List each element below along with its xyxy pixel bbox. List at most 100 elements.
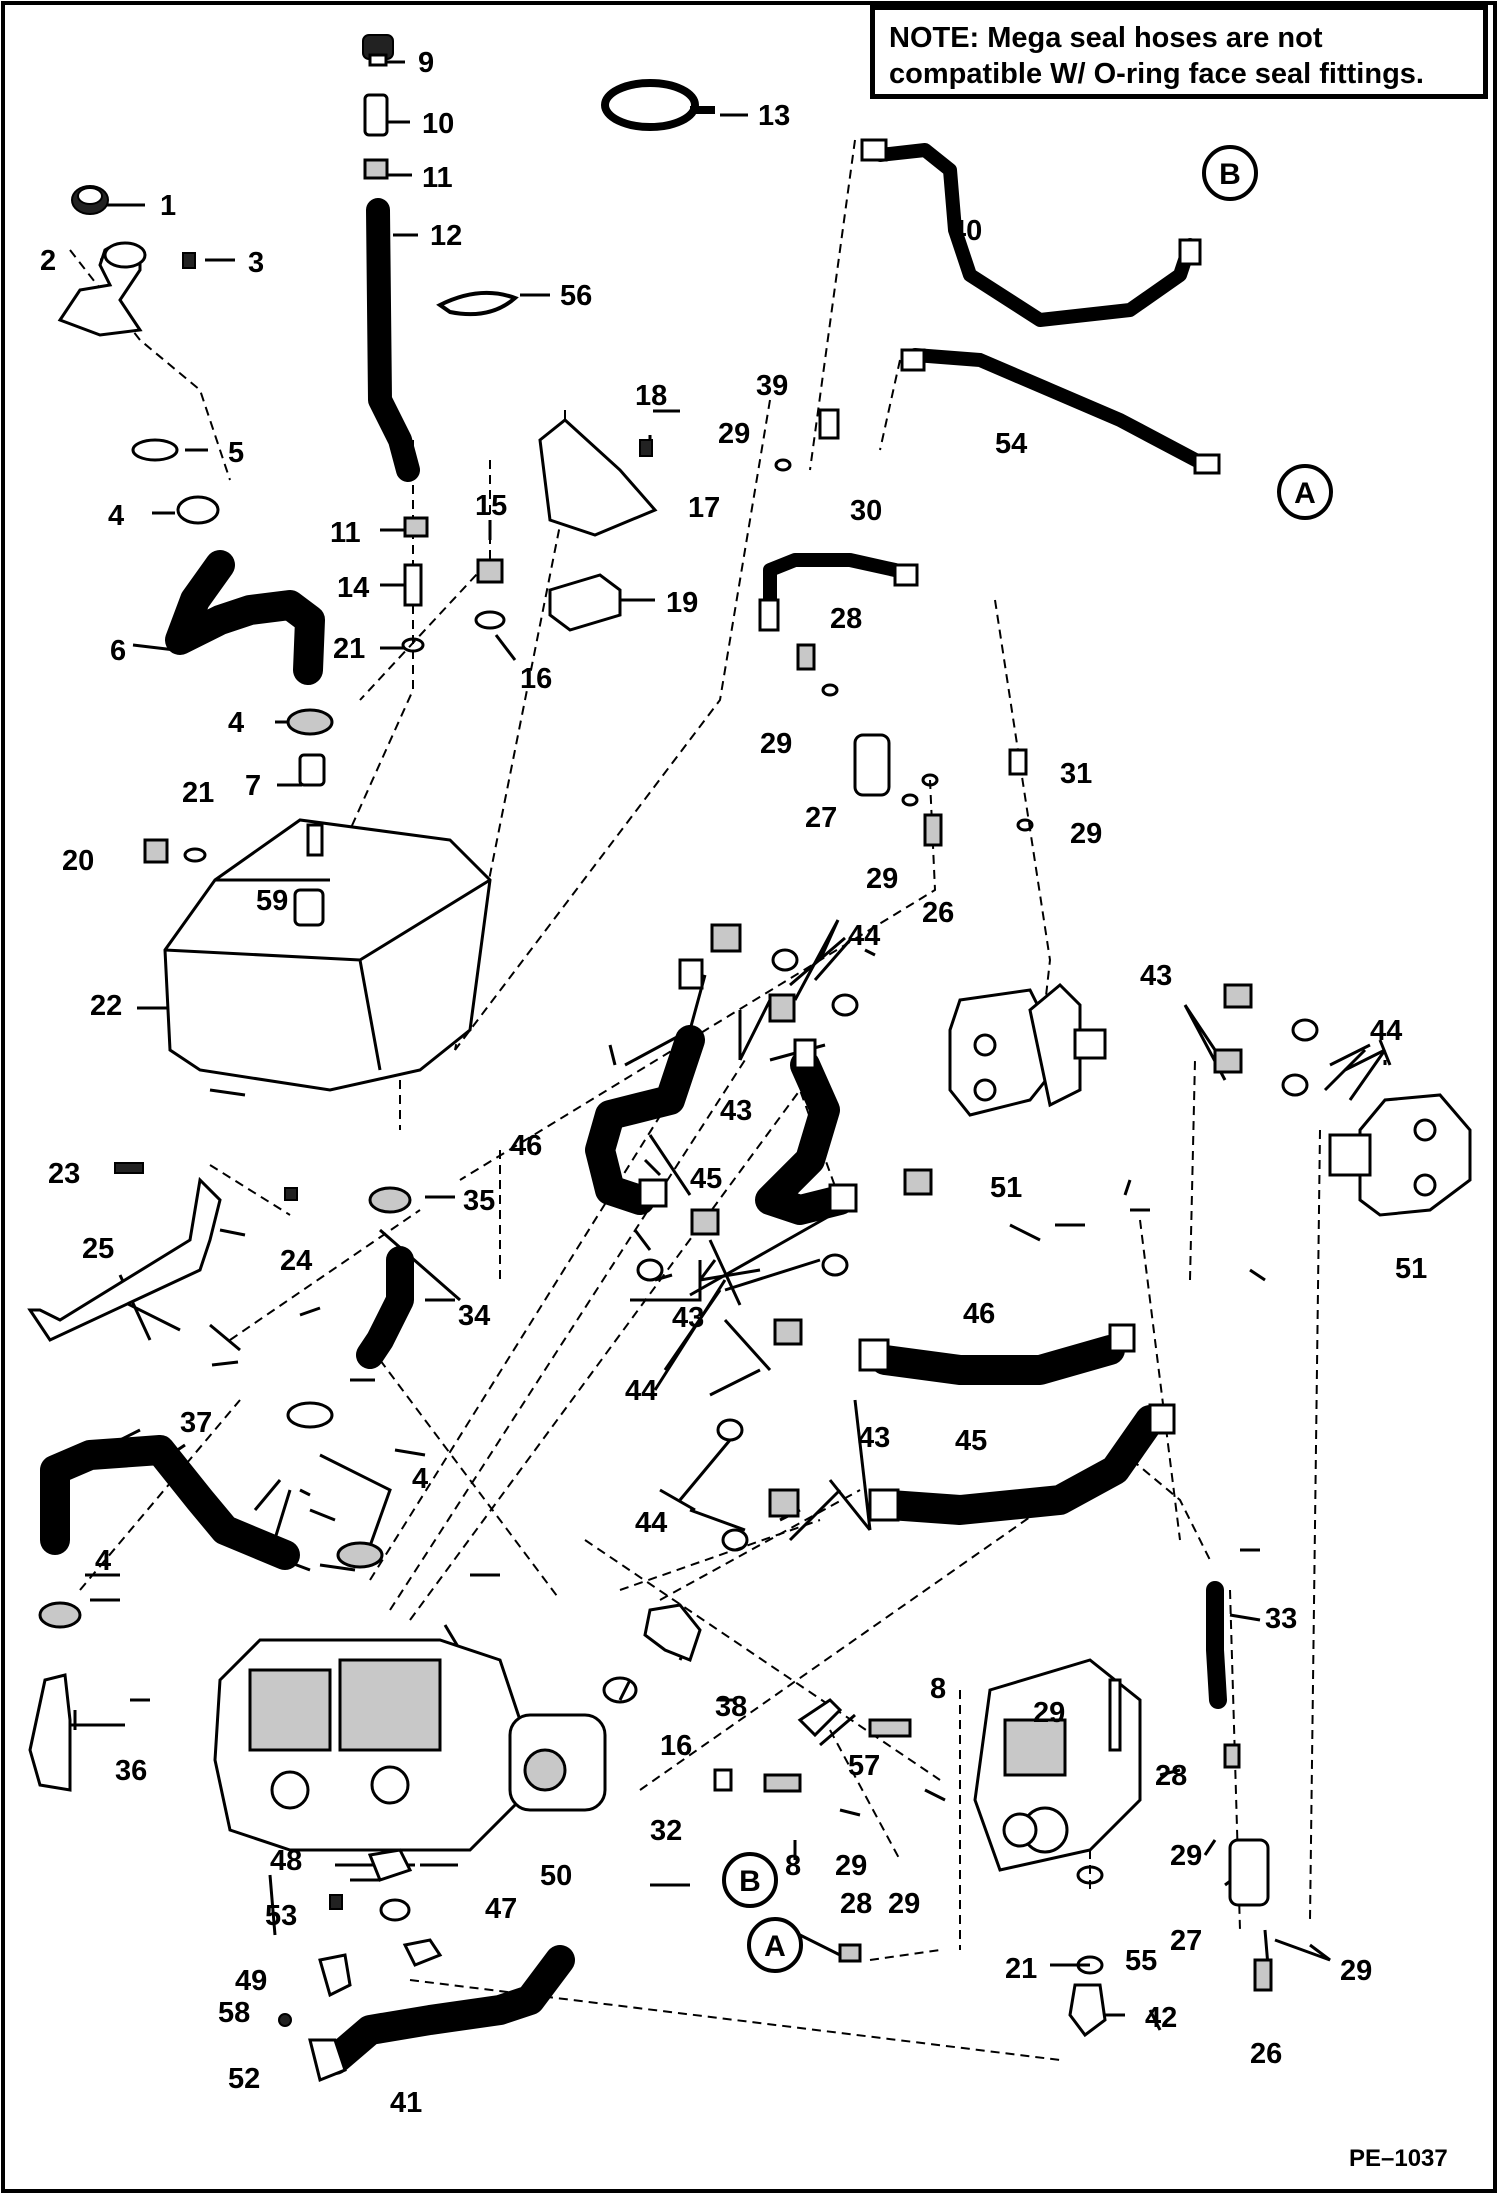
callout-45: 45 — [690, 1163, 722, 1195]
callout-22: 22 — [90, 990, 122, 1022]
callout-13: 13 — [758, 100, 790, 132]
callout-29g: 29 — [760, 728, 792, 760]
callout-12: 12 — [430, 220, 462, 252]
callout-55: 55 — [1125, 1945, 1157, 1977]
callout-32: 32 — [650, 1815, 682, 1847]
callout-25: 25 — [82, 1233, 114, 1265]
callout-16: 16 — [520, 663, 552, 695]
callout-57: 57 — [848, 1750, 880, 1782]
document-code: PE–1037 — [1349, 2145, 1448, 2172]
callout-8b: 8 — [785, 1850, 801, 1882]
callout-3: 3 — [248, 247, 264, 279]
callout-31: 31 — [1060, 758, 1092, 790]
connector-label-a-top: A — [1294, 477, 1316, 510]
callout-40: 40 — [950, 215, 982, 247]
callout-38: 38 — [715, 1691, 747, 1723]
callout-26: 26 — [1250, 2038, 1282, 2070]
callout-19: 19 — [666, 587, 698, 619]
callout-44d: 44 — [635, 1507, 667, 1539]
callout-23: 23 — [48, 1158, 80, 1190]
callout-39: 39 — [756, 370, 788, 402]
note-line-1: NOTE: Mega seal hoses are not — [889, 22, 1323, 54]
connector-B-top: B — [1202, 145, 1258, 201]
callout-56: 56 — [560, 280, 592, 312]
callout-27: 27 — [1170, 1925, 1202, 1957]
callout-11: 11 — [422, 162, 453, 194]
callout-28: 28 — [840, 1888, 872, 1920]
callout-37: 37 — [180, 1407, 212, 1439]
connector-label-a-bottom: A — [764, 1930, 786, 1963]
note-box: NOTE: Mega seal hoses are not compatible… — [870, 5, 1488, 99]
callout-35: 35 — [463, 1185, 495, 1217]
callout-43d: 43 — [858, 1422, 890, 1454]
callout-34: 34 — [458, 1300, 490, 1332]
callout-21b: 21 — [182, 777, 214, 809]
callout-51b: 51 — [1395, 1253, 1427, 1285]
callout-43c: 43 — [672, 1302, 704, 1334]
callout-29f: 29 — [718, 418, 750, 450]
callout-41: 41 — [390, 2087, 422, 2119]
callout-47: 47 — [485, 1893, 517, 1925]
callout-6: 6 — [110, 635, 126, 667]
callout-4d: 4 — [95, 1545, 111, 1577]
callout-44b: 44 — [1370, 1015, 1402, 1047]
callout-21c: 21 — [1005, 1953, 1037, 1985]
callout-44: 44 — [848, 920, 880, 952]
callout-46: 46 — [510, 1130, 542, 1162]
callout-18: 18 — [635, 380, 667, 412]
callout-8: 8 — [930, 1673, 946, 1705]
callout-33: 33 — [1265, 1603, 1297, 1635]
callout-36: 36 — [115, 1755, 147, 1787]
callout-1: 1 — [160, 190, 176, 222]
callout-10: 10 — [422, 108, 454, 140]
callout-54: 54 — [995, 428, 1027, 460]
callout-4: 4 — [108, 500, 124, 532]
callout-42: 42 — [1145, 2002, 1177, 2034]
callout-28c: 28 — [830, 603, 862, 635]
callout-21: 21 — [333, 633, 365, 665]
callout-26b: 26 — [922, 897, 954, 929]
callout-29c: 29 — [1033, 1697, 1065, 1729]
callout-5: 5 — [228, 437, 244, 469]
callout-30: 30 — [850, 495, 882, 527]
callout-4b: 4 — [228, 707, 244, 739]
callout-51: 51 — [990, 1172, 1022, 1204]
callout-45b: 45 — [955, 1425, 987, 1457]
callout-27b: 27 — [805, 802, 837, 834]
callout-44c: 44 — [625, 1375, 657, 1407]
connector-A-top: A — [1277, 464, 1333, 520]
connector-A-bottom: A — [747, 1917, 803, 1973]
callout-29h: 29 — [1070, 818, 1102, 850]
callout-58: 58 — [218, 1997, 250, 2029]
callout-29i: 29 — [866, 863, 898, 895]
callout-4c: 4 — [412, 1463, 428, 1495]
callout-59: 59 — [256, 885, 288, 917]
callout-29: 29 — [835, 1850, 867, 1882]
connector-B-bottom: B — [722, 1852, 778, 1908]
callout-29e: 29 — [1340, 1955, 1372, 1987]
callout-7: 7 — [245, 770, 261, 802]
connector-label-b-bottom: B — [739, 1865, 761, 1898]
callout-50: 50 — [540, 1860, 572, 1892]
callout-29d: 29 — [1170, 1840, 1202, 1872]
callout-24: 24 — [280, 1245, 312, 1277]
callout-15: 15 — [475, 490, 507, 522]
callout-28b: 28 — [1155, 1760, 1187, 1792]
connector-label-b-top: B — [1219, 158, 1241, 191]
callout-53: 53 — [265, 1900, 297, 1932]
callout-46b: 46 — [963, 1298, 995, 1330]
callout-52: 52 — [228, 2063, 260, 2095]
callout-49: 49 — [235, 1965, 267, 1997]
callout-9: 9 — [418, 47, 434, 79]
callout-48: 48 — [270, 1845, 302, 1877]
callout-17: 17 — [688, 492, 720, 524]
callout-14: 14 — [337, 572, 369, 604]
callout-labels: 1 2 3 4 5 6 4 7 9 10 11 12 13 56 11 14 2… — [40, 47, 1427, 2119]
callout-29b: 29 — [888, 1888, 920, 1920]
callout-2: 2 — [40, 245, 56, 277]
parts — [27, 34, 1472, 2083]
note-line-2: compatible W/ O-ring face seal fittings. — [889, 58, 1424, 90]
